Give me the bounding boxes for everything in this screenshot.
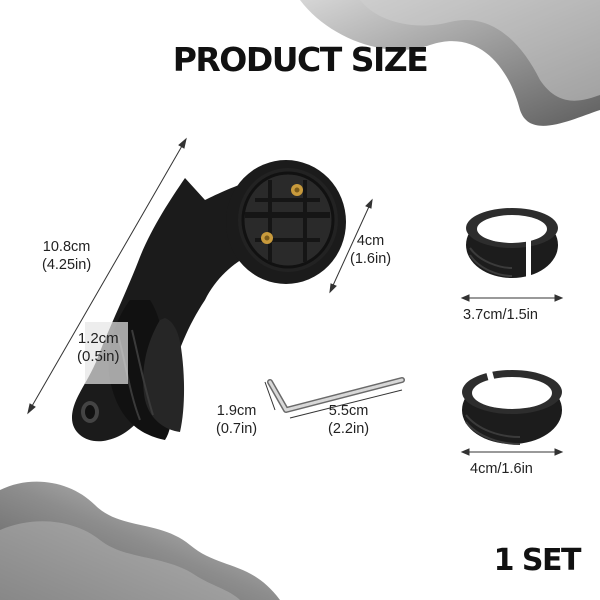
wrench-short-label: 1.9cm (0.7in) [216, 402, 257, 438]
wrench-long-metric: 5.5cm [328, 403, 369, 419]
wrench-short-metric: 1.9cm [216, 403, 257, 419]
clamp-width-imperial: (0.5in) [77, 348, 120, 365]
mount-length-metric: 10.8cm [42, 239, 91, 255]
head-diameter-imperial: (1.6in) [350, 251, 392, 267]
allen-wrench [267, 377, 405, 413]
mount-length-label: 10.8cm (4.25in) [42, 238, 91, 274]
shim-large-label: 4cm/1.6in [470, 461, 533, 477]
shim-small-label: 3.7cm/1.5in [463, 307, 538, 323]
wrench-short-line [264, 381, 276, 411]
wrench-short-imperial: (0.7in) [216, 421, 258, 437]
dimension-lines [27, 137, 564, 456]
head-diameter-metric: 4cm [356, 233, 385, 249]
set-quantity-label: 1 SET [493, 543, 582, 578]
mount-length-imperial: (4.25in) [42, 257, 92, 273]
clamp-width-metric: 1.2cm [77, 330, 119, 347]
bike-computer-mount [72, 160, 346, 442]
shim-large [462, 356, 562, 445]
mount-length-line [27, 138, 187, 414]
wrench-long-label: 5.5cm (2.2in) [328, 402, 369, 438]
head-diameter-line [329, 199, 373, 293]
shim-small [466, 208, 558, 280]
head-diameter-label: 4cm (1.6in) [350, 232, 391, 268]
clamp-width-highlight [85, 322, 128, 384]
page-title: PRODUCT SIZE [172, 40, 429, 79]
wrench-long-line [289, 389, 403, 419]
wrench-long-imperial: (2.2in) [328, 421, 370, 437]
clamp-width-label: 1.2cm (0.5in) [77, 330, 120, 366]
